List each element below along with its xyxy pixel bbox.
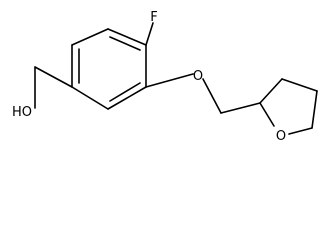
ether-oxygen-bond (145, 73, 194, 88)
structure-diagram: F O O HO (11, 10, 318, 144)
ether-to-ch2-bond (202, 78, 222, 114)
fluoro-bond (145, 22, 154, 46)
thf-bond-1 (259, 78, 283, 104)
thf-bond-5 (259, 102, 275, 127)
ring-bond-3 (107, 86, 147, 110)
hydroxyl-label: HO (12, 105, 32, 120)
ch2-to-thf-bond (220, 102, 261, 114)
ring-double-bond-2 (109, 82, 141, 102)
fluorine-label: F (150, 10, 157, 25)
tetrahydrofuran-ring (259, 78, 318, 135)
ring-bond-1 (107, 28, 147, 46)
ring-bond-6 (71, 28, 109, 46)
thf-bond-2 (281, 78, 318, 92)
ring-bond-4 (71, 86, 109, 110)
thf-bond-4 (288, 127, 313, 135)
molecule-svg: F O O HO (12, 10, 318, 144)
benzyl-ch2-bond (34, 66, 73, 88)
ring-oxygen-label: O (276, 129, 286, 144)
thf-bond-3 (311, 90, 318, 129)
benzene-ring (71, 28, 147, 110)
substituents (34, 22, 261, 114)
ether-oxygen-label: O (193, 69, 203, 84)
ring-double-bond-1 (109, 36, 141, 51)
